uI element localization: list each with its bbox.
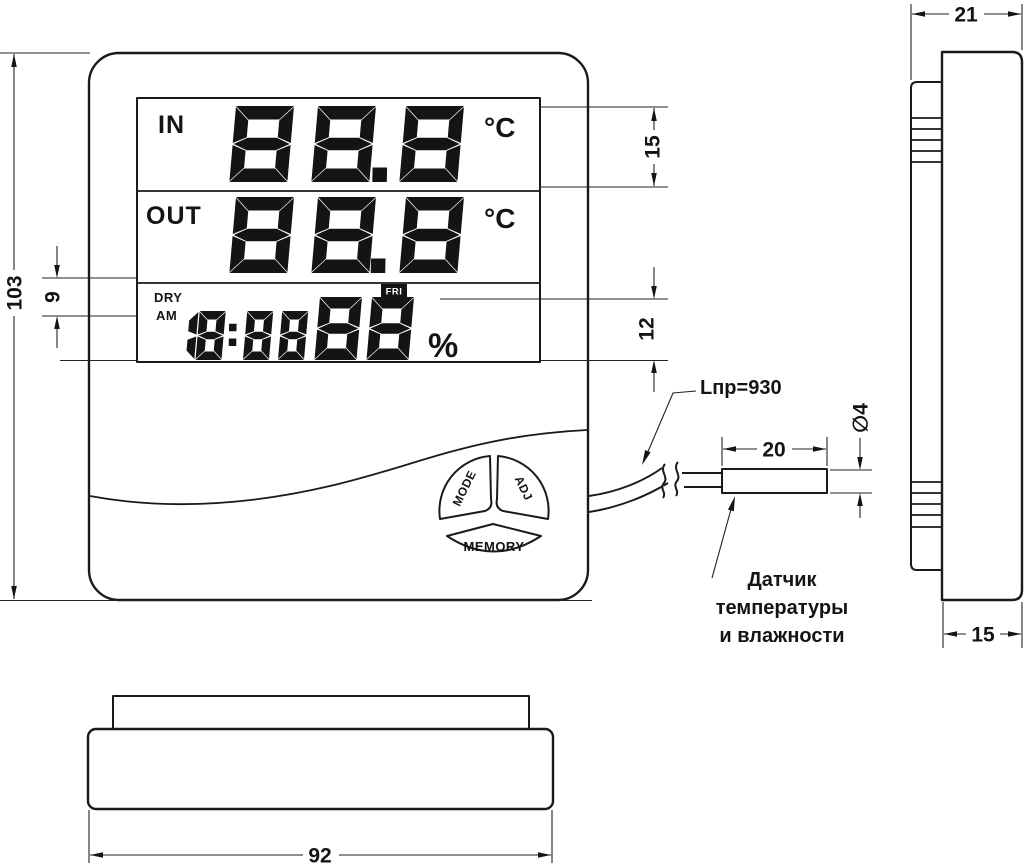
am-indicator: AM: [156, 308, 177, 323]
dim-depth-21: 21: [954, 3, 978, 26]
dim-lcd-row-9: 9: [41, 291, 64, 303]
dim-lcd-row-15: 15: [641, 135, 664, 159]
memory-button: [446, 523, 542, 553]
dim-lcd-row-12: 12: [635, 317, 658, 340]
arrow-103-bottom: [11, 586, 17, 599]
sensor-label-3: и влажности: [719, 625, 844, 647]
dim-probe-diameter: ∅4: [849, 403, 872, 433]
device-body-side: [940, 50, 1024, 602]
dim-probe-length: 20: [762, 438, 785, 461]
cable-break-line-1: [661, 463, 667, 499]
stand-bottom: [112, 695, 530, 730]
sensor-leader: [711, 501, 734, 579]
fri-indicator-box: [381, 284, 407, 297]
out-label: OUT: [146, 202, 202, 230]
cable-break-line-2: [674, 461, 680, 497]
cable-length-leader-arrow: [642, 450, 651, 465]
cable-length-label: Lпр=930: [700, 377, 782, 399]
sensor-leader-arrow: [728, 496, 735, 512]
humidity-display: [314, 297, 414, 360]
clock-display: [186, 311, 309, 360]
device-body-bottom: [86, 727, 555, 811]
in-temp-display: [229, 106, 464, 182]
front-view: IN °C OUT °C DRY AM FRI % MODE ADJ MEMOR…: [87, 51, 590, 602]
in-unit: °C: [484, 112, 515, 143]
front-dimensions: 103 15 12 9: [0, 52, 668, 602]
housing-wave-line: [89, 429, 588, 506]
sensor-assembly: 20 ∅4 Lпр=930 Датчик температуры и влажн…: [588, 377, 872, 647]
sensor-probe: [721, 468, 828, 494]
bottom-view: 92: [86, 695, 555, 865]
humidity-unit: %: [428, 327, 458, 365]
fri-indicator: FRI: [386, 287, 403, 298]
cable-lower-edge: [588, 482, 669, 513]
arrow-103-top: [11, 54, 17, 67]
dim-height-103: 103: [3, 275, 26, 310]
stand-side: [910, 81, 942, 571]
dim-depth-15: 15: [971, 623, 995, 646]
sensor-label-2: температуры: [716, 597, 848, 619]
dry-indicator: DRY: [154, 290, 182, 305]
cable-length-leader: [643, 390, 697, 462]
dim-width-92: 92: [308, 844, 331, 865]
side-view: 21 15: [910, 3, 1024, 648]
cable-upper-edge: [588, 467, 663, 497]
mode-button: [438, 455, 493, 520]
in-label: IN: [158, 111, 185, 139]
adj-button: [495, 455, 550, 520]
out-temp-display: [229, 197, 464, 273]
sensor-label-1: Датчик: [747, 569, 817, 591]
button-pad: MODE ADJ MEMORY: [438, 455, 550, 554]
memory-button-label: MEMORY: [463, 539, 524, 554]
out-unit: °C: [484, 203, 515, 234]
stand-grooves: [911, 117, 942, 528]
